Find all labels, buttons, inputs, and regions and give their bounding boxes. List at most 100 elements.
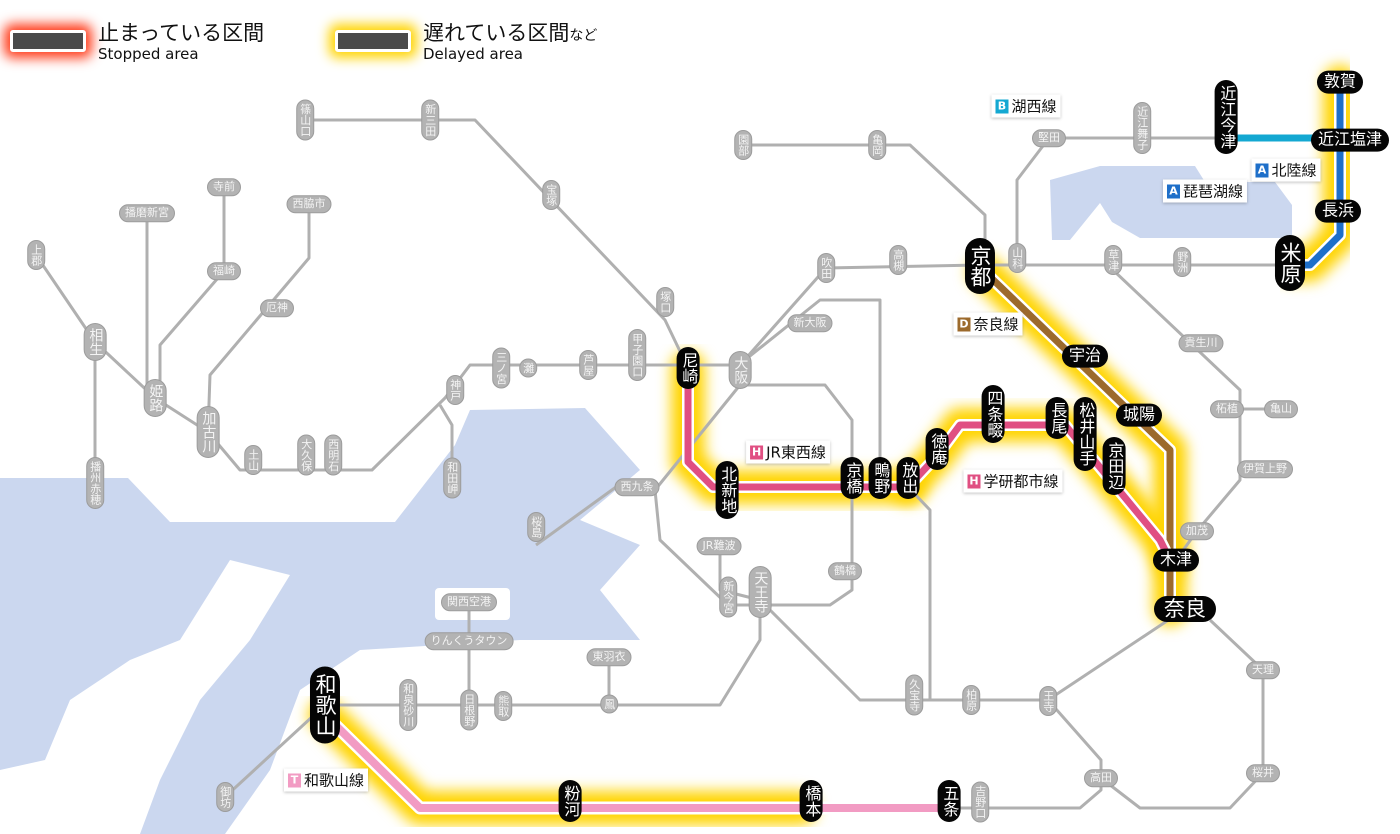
station-sonobe[interactable]: 園部	[734, 130, 752, 160]
station-tsuruhashi[interactable]: 鶴橋	[828, 562, 862, 580]
station-omimaiko[interactable]: 近江舞子	[1133, 102, 1151, 154]
station-nishiakashi[interactable]: 西明石	[324, 434, 342, 476]
station-koshienguchi[interactable]: 甲子園口	[628, 329, 646, 381]
station-nara[interactable]: 奈良	[1154, 595, 1216, 623]
station-kansaikuko[interactable]: 関西空港	[441, 593, 497, 611]
station-kitashinchi[interactable]: 北新地	[715, 461, 739, 519]
station-uji[interactable]: 宇治	[1061, 344, 1109, 368]
station-nagao[interactable]: 長尾	[1045, 397, 1069, 439]
station-gojo[interactable]: 五条	[937, 780, 961, 822]
station-tsuruga[interactable]: 敦賀	[1316, 70, 1364, 94]
station-izumisunagawa[interactable]: 和泉砂川	[399, 679, 417, 731]
station-jrnamba[interactable]: JR難波	[696, 537, 742, 555]
station-takatsuki[interactable]: 高槻	[889, 245, 907, 275]
station-shinsanda[interactable]: 新三田	[421, 99, 439, 141]
station-nishiwakishi[interactable]: 西脇市	[286, 195, 332, 213]
station-kamigori[interactable]: 上郡	[27, 240, 45, 270]
water-layer	[0, 166, 1292, 834]
station-kakogawa[interactable]: 加古川	[196, 406, 220, 458]
station-wadamisaki[interactable]: 和田岬	[443, 457, 461, 499]
station-katata[interactable]: 堅田	[1032, 129, 1066, 147]
station-oji[interactable]: 王寺	[1039, 686, 1057, 716]
station-wakayama[interactable]: 和歌山	[309, 666, 341, 744]
station-shigino[interactable]: 鴫野	[868, 457, 892, 499]
line-name: 湖西線	[1011, 97, 1057, 116]
station-kyoto[interactable]: 京都	[964, 238, 996, 294]
station-higashihagoromo[interactable]: 東羽衣	[586, 648, 632, 666]
station-omiimazu[interactable]: 近江今津	[1214, 80, 1238, 154]
station-kameyama[interactable]: 亀山	[1264, 400, 1298, 418]
station-omishiotsu[interactable]: 近江塩津	[1310, 128, 1390, 152]
station-hanaten[interactable]: 放出	[896, 457, 920, 499]
station-takarazuka[interactable]: 宝塚	[542, 180, 560, 210]
station-kumatori[interactable]: 熊取	[494, 691, 512, 721]
station-kamo[interactable]: 加茂	[1180, 522, 1214, 540]
station-kokawa[interactable]: 粉河	[558, 780, 582, 822]
station-suita[interactable]: 吹田	[817, 253, 835, 283]
gray-line	[158, 187, 226, 398]
station-tsuchiyama[interactable]: 土山	[244, 445, 262, 475]
station-banshuako[interactable]: 播州赤穂	[86, 457, 104, 509]
station-matsuiyamate[interactable]: 松井山手	[1073, 397, 1097, 471]
station-hineno[interactable]: 日根野	[460, 689, 478, 731]
station-joyo[interactable]: 城陽	[1115, 403, 1163, 427]
station-amagasaki[interactable]: 尼崎	[676, 347, 700, 389]
station-fukusaki[interactable]: 福崎	[207, 262, 241, 280]
station-kyobashi[interactable]: 京橋	[840, 457, 864, 499]
station-tsukaguchi[interactable]: 塚口	[656, 287, 674, 317]
station-kyuhoji[interactable]: 久宝寺	[905, 674, 923, 716]
gray-line	[325, 600, 762, 707]
station-teramae[interactable]: 寺前	[207, 178, 241, 196]
gray-line	[34, 254, 740, 472]
station-shinosaka[interactable]: 新大阪	[787, 314, 833, 332]
station-rinkutown[interactable]: りんくうタウン	[424, 632, 514, 650]
station-tenri[interactable]: 天理	[1246, 661, 1280, 679]
station-maibara[interactable]: 米原	[1274, 235, 1306, 291]
station-kizu[interactable]: 木津	[1152, 548, 1200, 572]
station-otori[interactable]: 鳳	[600, 694, 618, 714]
station-sakurajima[interactable]: 桜島	[527, 512, 545, 542]
station-hashimoto[interactable]: 橋本	[799, 780, 823, 822]
station-yoshinoguchi[interactable]: 吉野口	[971, 781, 989, 823]
station-aioi[interactable]: 相生	[83, 323, 107, 361]
station-shijonawate[interactable]: 四条畷	[981, 385, 1005, 443]
station-okubo[interactable]: 大久保	[297, 434, 315, 476]
station-yakujin[interactable]: 厄神	[260, 299, 294, 317]
gray-line	[305, 118, 690, 369]
station-kameoka[interactable]: 亀岡	[868, 130, 886, 160]
station-kobe[interactable]: 神戸	[446, 375, 464, 405]
station-shinimamiya[interactable]: 新今宮	[719, 576, 737, 618]
station-kashiwara[interactable]: 柏原	[962, 685, 980, 715]
station-sannomiya[interactable]: 三ノ宮	[492, 347, 510, 389]
gray-line	[950, 699, 1103, 810]
station-kyotanabe[interactable]: 京田辺	[1102, 437, 1126, 495]
station-gobo[interactable]: 御坊	[216, 782, 234, 812]
station-kibukawa[interactable]: 貴生川	[1178, 334, 1224, 352]
station-kusatsu[interactable]: 草津	[1104, 245, 1122, 275]
station-tsuge[interactable]: 柘植	[1210, 400, 1244, 418]
station-yasu[interactable]: 野洲	[1173, 247, 1191, 277]
station-tokuan[interactable]: 徳庵	[925, 428, 949, 470]
station-osaka[interactable]: 大阪	[728, 351, 752, 389]
station-nishikujo[interactable]: 西九条	[614, 478, 660, 496]
station-igaueno[interactable]: 伊賀上野	[1237, 460, 1293, 478]
station-sakurai[interactable]: 桜井	[1246, 764, 1280, 782]
station-sasayamaguchi[interactable]: 篠山口	[296, 99, 314, 141]
station-nada[interactable]: 灘	[519, 358, 537, 378]
station-ashiya[interactable]: 芦屋	[579, 350, 597, 380]
station-yamashina[interactable]: 山科	[1008, 243, 1026, 273]
station-harimashingu[interactable]: 播磨新宮	[119, 204, 175, 222]
station-nagahama[interactable]: 長浜	[1314, 199, 1362, 223]
line-name: 学研都市線	[983, 472, 1059, 491]
station-tennoji[interactable]: 天王寺	[748, 566, 772, 618]
station-takada[interactable]: 高田	[1084, 769, 1118, 787]
line-name: 和歌山線	[303, 771, 365, 790]
station-himeji[interactable]: 姫路	[143, 379, 167, 417]
